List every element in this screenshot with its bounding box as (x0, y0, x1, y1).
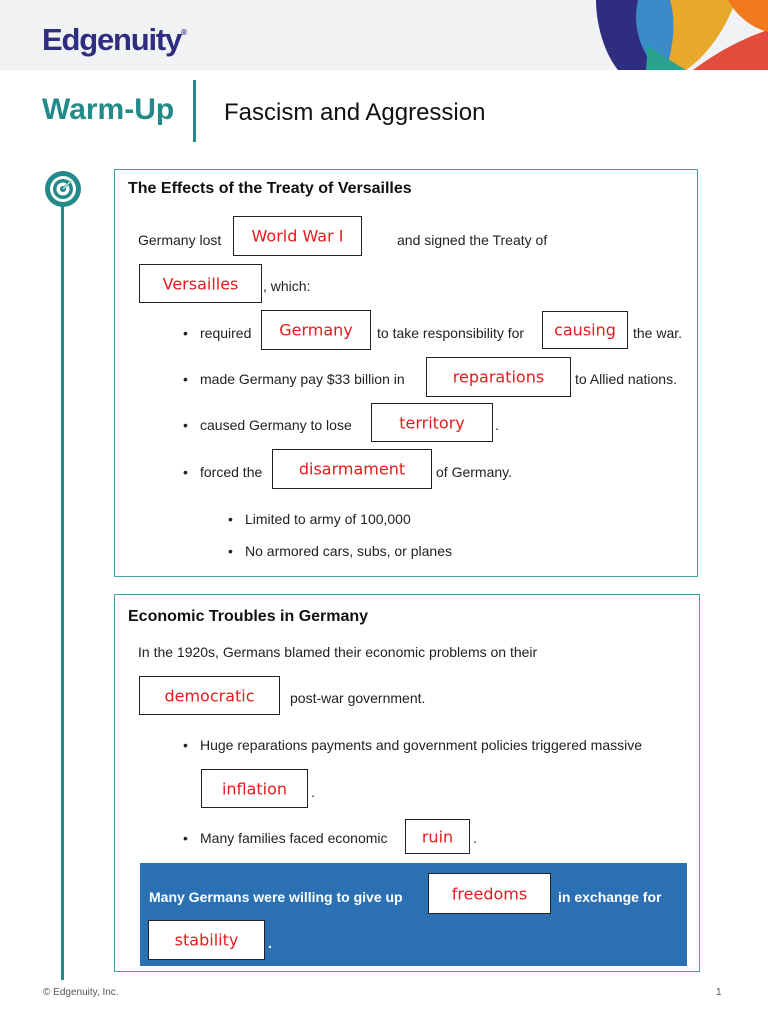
lesson-title: Fascism and Aggression (224, 99, 486, 126)
answer-text: ruin (421, 827, 454, 846)
section-title: The Effects of the Treaty of Versailles (128, 180, 412, 197)
answer-box[interactable]: causing (542, 311, 628, 349)
economic-troubles-section: Economic Troubles in Germany In the 1920… (114, 594, 700, 972)
answer-box[interactable]: Versailles (139, 264, 262, 303)
prompt-text: In the 1920s, Germans blamed their econo… (138, 644, 538, 660)
banner-text: in exchange for (558, 889, 662, 905)
answer-box[interactable]: territory (371, 403, 493, 442)
prompt-text: , which: (263, 278, 311, 294)
answer-box[interactable]: World War I (233, 216, 362, 256)
answer-box[interactable]: reparations (426, 357, 571, 397)
answer-text: territory (399, 413, 465, 432)
prompt-text: post-war government. (290, 690, 426, 706)
answer-text: Germany (279, 320, 353, 340)
answer-text: disarmament (298, 459, 406, 479)
logo-registered-mark: ® (181, 28, 187, 37)
bullet-icon: • (183, 371, 188, 387)
answer-text: causing (554, 320, 616, 340)
prompt-text: . (311, 784, 315, 800)
prompt-text: required (200, 325, 252, 341)
answer-text: freedoms (451, 884, 528, 903)
sub-bullet-text: No armored cars, subs, or planes (245, 543, 452, 559)
page-number: 1 (716, 987, 722, 998)
prompt-text: caused Germany to lose (200, 417, 352, 433)
answer-box[interactable]: stability (148, 920, 265, 960)
prompt-text: Huge reparations payments and government… (200, 737, 643, 753)
answer-text: democratic (164, 686, 255, 705)
answer-box[interactable]: freedoms (428, 873, 551, 914)
bullet-icon: • (228, 511, 233, 527)
answer-box[interactable]: democratic (139, 676, 280, 715)
treaty-of-versailles-section: The Effects of the Treaty of Versailles … (114, 169, 698, 577)
answer-box[interactable]: inflation (201, 769, 308, 808)
target-icon (45, 171, 81, 207)
logo-text: Edgenuity (42, 22, 182, 57)
prompt-text: to Allied nations. (575, 371, 677, 387)
header-bar: Edgenuity® (0, 0, 768, 70)
answer-text: reparations (452, 367, 545, 387)
prompt-text: . (495, 417, 499, 433)
answer-box[interactable]: ruin (405, 819, 470, 854)
prompt-text: and signed the Treaty of (397, 232, 548, 248)
prompt-text: Many families faced economic (200, 830, 388, 846)
answer-box[interactable]: disarmament (272, 449, 432, 489)
timeline-line (61, 205, 64, 980)
prompt-text: forced the (200, 464, 263, 480)
prompt-text: Germany lost (138, 232, 222, 248)
prompt-text: the war. (633, 325, 683, 341)
answer-text: stability (174, 930, 239, 950)
warm-up-heading: Warm-Up (42, 93, 175, 126)
prompt-text: . (473, 830, 477, 846)
bullet-icon: • (183, 464, 188, 480)
title-row: Warm-Up Fascism and Aggression (0, 78, 768, 144)
sub-bullet-text: Limited to army of 100,000 (245, 511, 411, 527)
prompt-text: to take responsibility for (377, 325, 525, 341)
banner-text: . (268, 935, 272, 951)
decorative-petals-graphic (596, 0, 768, 70)
answer-text: World War I (251, 226, 344, 246)
answer-box[interactable]: Germany (261, 310, 371, 350)
bullet-icon: • (183, 417, 188, 433)
answer-text: inflation (221, 779, 288, 798)
section-title: Economic Troubles in Germany (128, 608, 369, 625)
title-divider (193, 80, 196, 142)
bullet-icon: • (183, 830, 188, 846)
copyright-footer: © Edgenuity, Inc. (43, 987, 119, 998)
bullet-icon: • (183, 325, 188, 341)
edgenuity-logo: Edgenuity® (42, 22, 187, 58)
prompt-text: of Germany. (436, 464, 512, 480)
bullet-icon: • (183, 737, 188, 753)
prompt-text: made Germany pay $33 billion in (200, 371, 405, 387)
banner-text: Many Germans were willing to give up (149, 889, 403, 905)
key-idea-banner: Many Germans were willing to give up fre… (140, 863, 687, 966)
bullet-icon: • (228, 543, 233, 559)
answer-text: Versailles (162, 274, 239, 293)
